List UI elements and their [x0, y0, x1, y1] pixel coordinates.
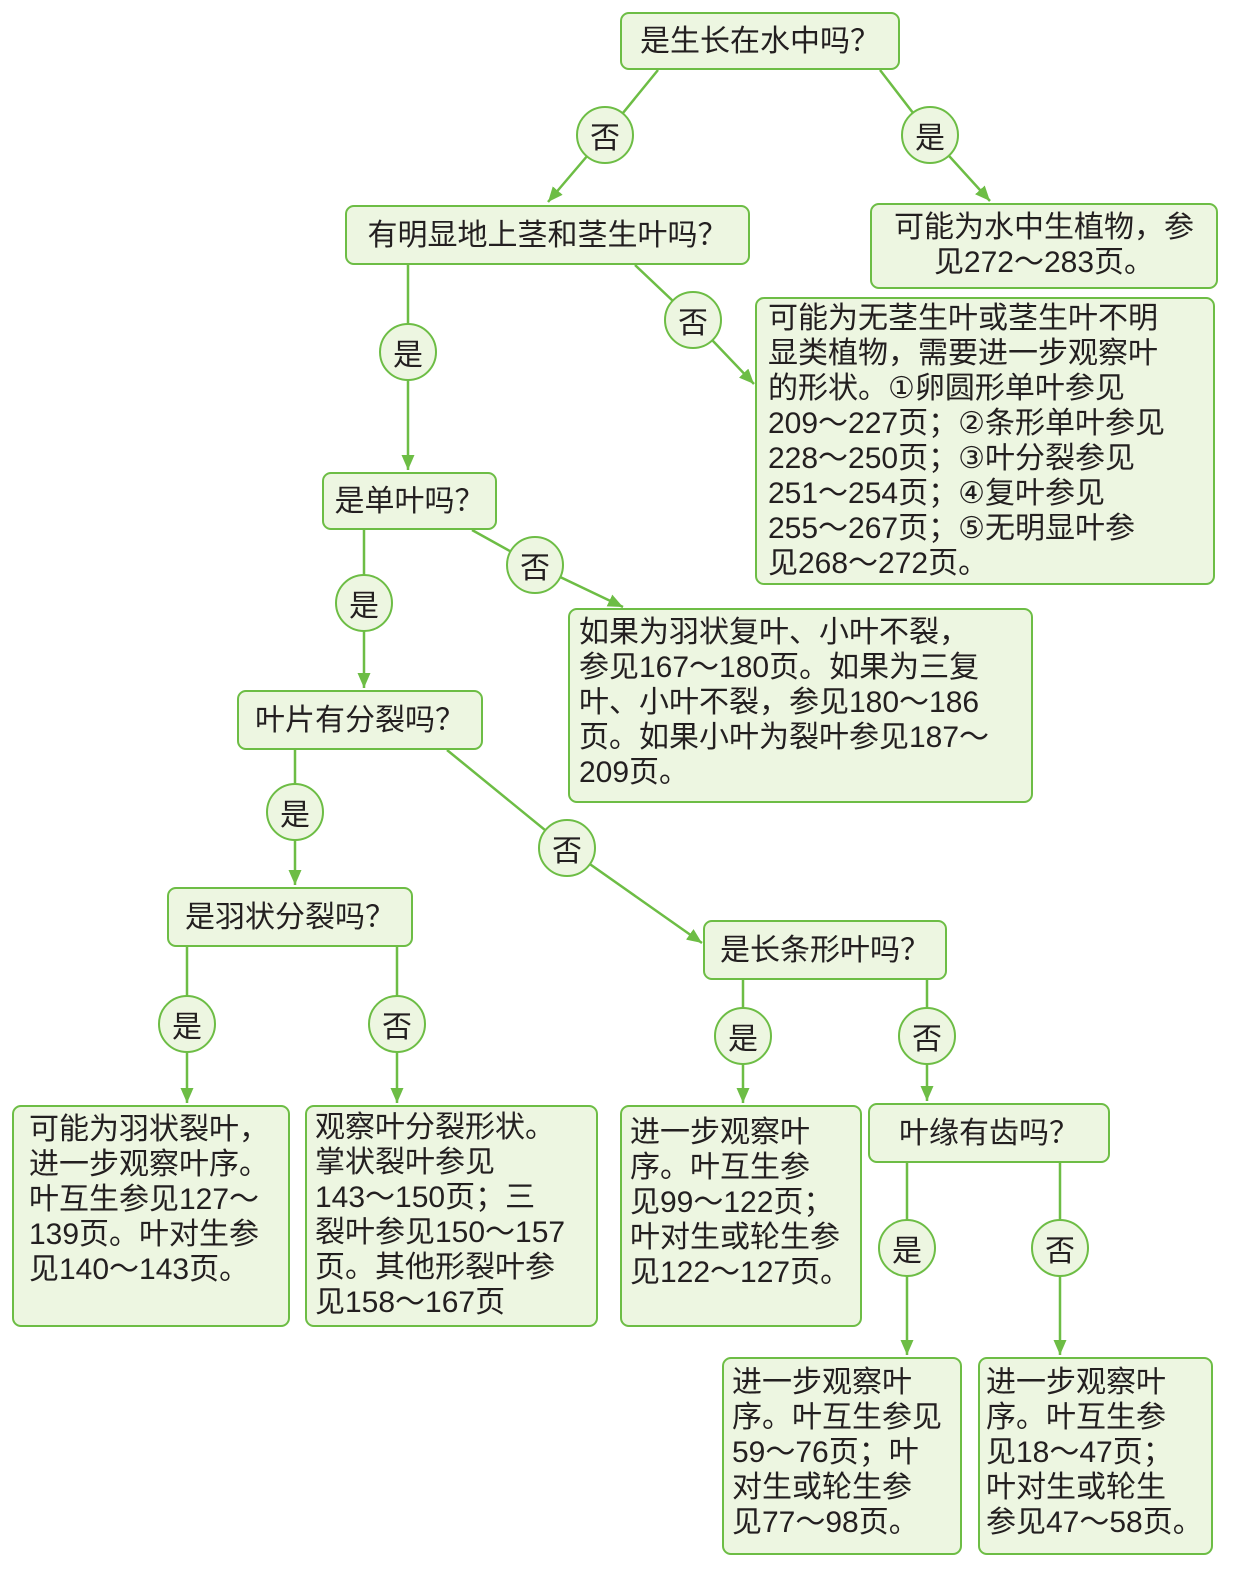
node-text-line: 序。叶互生参见	[732, 1401, 942, 1434]
node-text-line: 是长条形叶吗？	[720, 933, 930, 967]
node-text-line: 裂叶参见150～157	[315, 1216, 566, 1249]
edge-label-no: 否	[506, 536, 564, 594]
edge-label-no: 否	[898, 1007, 956, 1065]
node-text-line: 228～250页；③叶分裂参见	[768, 442, 1136, 475]
node-text-line: 可能为水中生植物，参	[894, 211, 1194, 244]
node-text-line: 掌状裂叶参见	[315, 1146, 495, 1179]
node-text-line: 251～254页；④复叶参见	[768, 477, 1106, 510]
result-no-stem-leaves: 可能为无茎生叶或茎生叶不明 显类植物，需要进一步观察叶 的形状。①卵圆形单叶参见…	[755, 297, 1215, 585]
edge-label-yes: 是	[878, 1219, 936, 1277]
edge-label-yes: 是	[714, 1007, 772, 1065]
node-text-line: 139页。叶对生参	[29, 1218, 260, 1251]
edge-label-no: 否	[664, 291, 722, 349]
node-text-line: 叶对生或轮生参	[630, 1221, 840, 1254]
edge-label-yes: 是	[266, 783, 324, 841]
node-text-line: 叶、小叶不裂，参见180～186	[579, 686, 980, 719]
node-text-line: 见122～127页。	[630, 1256, 851, 1289]
node-text-line: 如果为羽状复叶、小叶不裂，	[579, 616, 969, 649]
node-text-line: 见140～143页。	[29, 1253, 250, 1286]
node-text-line: 观察叶分裂形状。	[315, 1111, 555, 1144]
edge-label-no: 否	[368, 995, 426, 1053]
node-text-line: 序。叶互生参	[986, 1401, 1166, 1434]
node-text-line: 叶对生或轮生	[986, 1471, 1166, 1504]
node-text-line: 参见47～58页。	[986, 1506, 1203, 1539]
result-linear-leaves: 进一步观察叶 序。叶互生参 见99～122页； 叶对生或轮生参 见122～127…	[620, 1105, 862, 1327]
node-text-line: 参见167～180页。如果为三复	[579, 651, 980, 684]
node-text-line: 有明显地上茎和茎生叶吗？	[367, 218, 728, 252]
result-toothed-leaves: 进一步观察叶 序。叶互生参见 59～76页；叶 对生或轮生参 见77～98页。	[722, 1357, 962, 1555]
node-text-line: 见158～167页	[315, 1286, 506, 1319]
node-text-line: 见77～98页。	[732, 1506, 919, 1539]
node-text-line: 页。其他形裂叶参	[315, 1251, 555, 1284]
node-text-line: 对生或轮生参	[732, 1471, 912, 1504]
node-text-line: 的形状。①卵圆形单叶参见	[768, 372, 1125, 405]
node-text-line: 可能为无茎生叶或茎生叶不明	[768, 302, 1158, 335]
node-text-line: 见18～47页；	[986, 1436, 1173, 1469]
node-text-line: 叶缘有齿吗？	[899, 1116, 1079, 1150]
node-text-line: 209页。	[579, 756, 690, 789]
result-aquatic-plants: 可能为水中生植物，参 见272～283页。	[870, 203, 1218, 289]
node-text-line: 是单叶吗？	[334, 484, 485, 518]
node-text-line: 209～227页；②条形单叶参见	[768, 407, 1166, 440]
edge-label-no: 否	[576, 106, 634, 164]
node-text-line: 见268～272页。	[768, 547, 989, 580]
edge-label-yes: 是	[335, 574, 393, 632]
edge-label-yes: 是	[379, 323, 437, 381]
question-pinnately-divided: 是羽状分裂吗？	[167, 887, 413, 947]
result-other-divided: 观察叶分裂形状。 掌状裂叶参见 143～150页；三 裂叶参见150～157 页…	[305, 1105, 598, 1327]
question-grows-in-water: 是生长在水中吗？	[620, 12, 900, 70]
node-text-line: 序。叶互生参	[630, 1151, 810, 1184]
node-text-line: 显类植物，需要进一步观察叶	[768, 337, 1158, 370]
node-text-line: 是生长在水中吗？	[640, 24, 880, 58]
node-text-line: 进一步观察叶序。	[29, 1148, 269, 1181]
node-text-line: 页。如果小叶为裂叶参见187～	[579, 721, 990, 754]
question-toothed-margin: 叶缘有齿吗？	[868, 1103, 1110, 1163]
node-text-line: 见272～283页。	[933, 246, 1155, 279]
result-compound-leaves: 如果为羽状复叶、小叶不裂， 参见167～180页。如果为三复 叶、小叶不裂，参见…	[568, 608, 1033, 803]
node-text-line: 叶互生参见127～	[29, 1183, 260, 1216]
node-text-line: 进一步观察叶	[986, 1366, 1166, 1399]
node-text-line: 进一步观察叶	[630, 1116, 810, 1149]
question-linear-leaf: 是长条形叶吗？	[703, 920, 947, 980]
node-text-line: 叶片有分裂吗？	[255, 703, 465, 737]
node-text-line: 143～150页；三	[315, 1181, 536, 1214]
node-text-line: 可能为羽状裂叶，	[29, 1113, 269, 1146]
question-has-aerial-stem-leaves: 有明显地上茎和茎生叶吗？	[345, 205, 750, 265]
edge-label-no: 否	[538, 819, 596, 877]
result-entire-leaves: 进一步观察叶 序。叶互生参 见18～47页； 叶对生或轮生 参见47～58页。	[978, 1357, 1213, 1555]
node-text-line: 255～267页；⑤无明显叶参	[768, 512, 1136, 545]
edge-label-no: 否	[1031, 1219, 1089, 1277]
result-pinnately-lobed: 可能为羽状裂叶， 进一步观察叶序。 叶互生参见127～ 139页。叶对生参 见1…	[12, 1105, 290, 1327]
node-text-line: 见99～122页；	[630, 1186, 834, 1219]
node-text-line: 进一步观察叶	[732, 1366, 912, 1399]
node-text-line: 59～76页；叶	[732, 1436, 919, 1469]
edge-label-yes: 是	[901, 106, 959, 164]
node-text-line: 是羽状分裂吗？	[185, 900, 395, 934]
question-simple-leaf: 是单叶吗？	[322, 472, 497, 530]
question-leaf-divided: 叶片有分裂吗？	[237, 690, 483, 750]
edge-label-yes: 是	[158, 995, 216, 1053]
